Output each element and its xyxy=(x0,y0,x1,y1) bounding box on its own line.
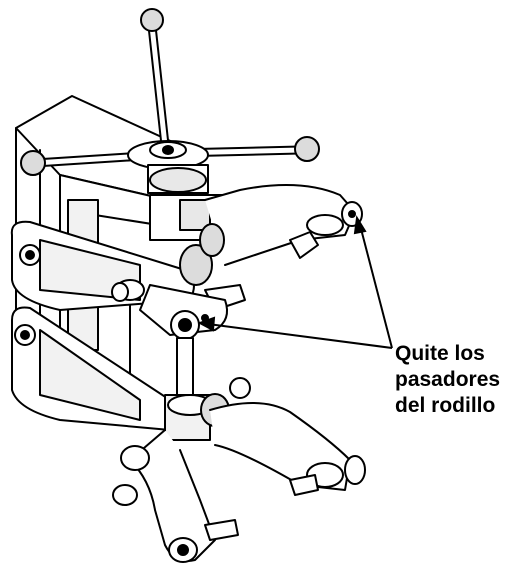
arrow-to-lower-pin xyxy=(207,323,393,349)
callout-line-3: del rodillo xyxy=(395,394,496,417)
upper-wheel-group xyxy=(111,223,246,311)
callout-line-1: Quite los xyxy=(395,342,485,365)
arrow-head-lower xyxy=(197,316,216,332)
arrow-head-upper xyxy=(353,215,367,235)
lower-left-arm xyxy=(112,429,239,563)
lower-right-arm xyxy=(209,402,366,496)
callout-arrows xyxy=(197,215,393,349)
callout-label: Quite los pasadores del rodillo xyxy=(395,341,527,419)
vertical-handle xyxy=(140,8,170,150)
upper-right-arm xyxy=(204,184,363,266)
callout-line-2: pasadores xyxy=(395,368,501,391)
left-lower-link xyxy=(11,306,179,431)
arrow-to-upper-pin xyxy=(359,224,393,349)
